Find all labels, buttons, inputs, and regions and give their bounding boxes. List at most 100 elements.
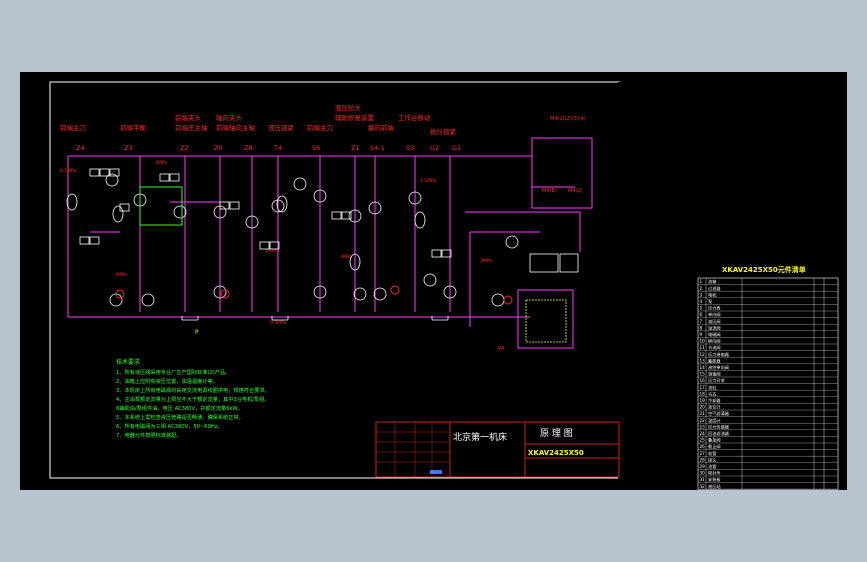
hydraulic-schematic: 前端主刀 前端平衡 前端夹头 前端压主轴 轴向夹头 前端轴向主轴 液压锁紧 前端… bbox=[49, 81, 847, 490]
station-code: Z2 bbox=[180, 144, 189, 152]
section-title: 前端主刀 bbox=[307, 123, 333, 132]
parts-table-cell: 7 bbox=[700, 319, 703, 324]
parts-table-cell: 3 bbox=[700, 292, 703, 297]
parts-table-cell: 密封件 bbox=[708, 470, 721, 477]
parts-table-cell: 截止阀 bbox=[708, 443, 721, 450]
pump-icon bbox=[115, 289, 125, 299]
pressure-label: 3MPa bbox=[340, 254, 352, 260]
station-code: T4 bbox=[273, 144, 282, 152]
pressure-gauge-icon bbox=[141, 293, 155, 307]
accumulator-icon bbox=[112, 205, 124, 223]
parts-table-cell: 15 bbox=[700, 372, 706, 377]
parts-table-cell: 单向阀 bbox=[708, 311, 721, 318]
parts-table-cell: 8 bbox=[700, 325, 703, 330]
pressure-labels: 6.5MPa 3MPa 1.5MPa 3MPa 2MPa 3MPa 0.5MPa… bbox=[60, 160, 492, 326]
pressure-gauge-icon bbox=[443, 285, 457, 299]
section-title: 前端主刀 bbox=[60, 123, 86, 132]
parts-table-cell: 20 bbox=[700, 405, 706, 410]
parts-table-cell: 液控单向阀 bbox=[708, 364, 729, 371]
title-block: 北京第一机床 原 理 图 XKAV2425X50 bbox=[375, 421, 620, 478]
parts-table-cell: 10 bbox=[700, 339, 706, 344]
section-title: 液压拉头 bbox=[335, 103, 362, 112]
station-code: G1 bbox=[452, 144, 461, 152]
parts-table-cell: 16 bbox=[700, 378, 706, 383]
parts-table-cell: 19 bbox=[700, 398, 706, 403]
parts-table-cell: 冷却器 bbox=[708, 397, 721, 404]
circuit-lines bbox=[67, 137, 593, 349]
parts-table-cell: 电机 bbox=[708, 291, 717, 298]
drawing-title: 原 理 图 bbox=[540, 428, 573, 439]
section-title: 换向前端 bbox=[368, 123, 395, 132]
top-right-label: M4(1)(2)(3)(4) bbox=[550, 116, 586, 122]
parts-table-cell: 22 bbox=[700, 418, 706, 423]
parts-list-title: XKAV2425X50元件清单 bbox=[722, 265, 806, 274]
parts-table-cell: 马达 bbox=[708, 390, 717, 397]
parts-table-cell: 过滤器 bbox=[708, 285, 721, 292]
main-pressure-label: P4 bbox=[498, 346, 504, 352]
parts-table-cell: 蓄能器 bbox=[708, 357, 721, 364]
pump-icon bbox=[503, 295, 513, 305]
tank-icon bbox=[431, 316, 449, 321]
parts-table-cell: 节流阀 bbox=[708, 344, 721, 351]
parts-table-cell: 压力表 bbox=[708, 305, 721, 312]
accumulator-icon bbox=[414, 211, 426, 229]
accumulator-icon bbox=[276, 195, 288, 213]
valve-icon bbox=[269, 241, 280, 250]
parts-table-cell: 油管 bbox=[708, 463, 716, 470]
tech-note: 4、主油泵额定流量为上限应不大于额定流量，其中3台电机/泵组。 bbox=[116, 395, 270, 403]
parts-table-cell: 12 bbox=[700, 352, 706, 357]
section-title: 液压锁紧 bbox=[268, 123, 295, 132]
pressure-gauge-icon bbox=[245, 215, 259, 229]
motor-label-left: M4(B) bbox=[542, 188, 557, 194]
station-code: S6 bbox=[312, 144, 320, 152]
parts-table-cell: 23 bbox=[700, 424, 706, 429]
pressure-label: 4MPa bbox=[115, 272, 127, 278]
parts-table-cell: 换向阀 bbox=[708, 338, 721, 345]
parts-table-cell: 液位计 bbox=[708, 404, 721, 411]
pump-icon bbox=[390, 285, 400, 295]
tech-title: 技术要求 bbox=[116, 358, 140, 366]
section-title: 轴向夹头 bbox=[216, 113, 243, 122]
parts-table-cell: 电磁阀 bbox=[708, 331, 721, 338]
valve-icon bbox=[219, 201, 230, 210]
parts-table-cell: 6 bbox=[700, 312, 703, 317]
tank-icon bbox=[271, 316, 289, 321]
parts-table-cell: 调速阀 bbox=[708, 371, 721, 378]
valve-icon bbox=[79, 236, 90, 245]
valve-icon bbox=[331, 211, 342, 220]
tank-icon bbox=[181, 316, 199, 321]
tech-note: 2、油箱上应附有液压位置，油温温度计等。 bbox=[116, 377, 218, 385]
parts-table-cell: 接头 bbox=[708, 456, 716, 463]
parts-table-cell: 泵 bbox=[708, 299, 712, 304]
valve-block-highlight bbox=[139, 186, 183, 226]
pressure-gauge-icon bbox=[348, 209, 362, 223]
parts-table-cell: 18 bbox=[700, 391, 706, 396]
pressure-gauge-icon bbox=[408, 191, 422, 205]
pressure-gauge-icon bbox=[213, 285, 227, 299]
parts-table-cell: 13 bbox=[700, 358, 706, 363]
pressure-gauge-icon bbox=[173, 205, 187, 219]
parts-table-cell: 25 bbox=[700, 438, 706, 443]
station-code: Z3 bbox=[124, 144, 133, 152]
pressure-gauge-icon bbox=[373, 287, 387, 301]
station-code: Z8 bbox=[244, 144, 253, 152]
parts-table-cell: 9 bbox=[700, 332, 703, 337]
drawing-sheet: 前端主刀 前端平衡 前端夹头 前端压主轴 轴向夹头 前端轴向主轴 液压锁紧 前端… bbox=[20, 72, 847, 490]
parts-table-cell: 24 bbox=[700, 431, 706, 436]
tech-note: 3、本机床上所有电磁阀均采用交流电源线圈供电，规格符合要求。 bbox=[116, 386, 270, 394]
parts-table-cell: 油箱 bbox=[708, 278, 716, 285]
parts-table-cell: 11 bbox=[700, 345, 706, 350]
drawing-number: XKAV2425X50 bbox=[528, 449, 584, 457]
pressure-gauge-icon bbox=[313, 285, 327, 299]
motor-label-right: M4(2) bbox=[568, 188, 583, 194]
pressure-gauge-icon bbox=[423, 273, 437, 287]
section-title: 执行锁紧 bbox=[430, 127, 457, 136]
pressure-gauge-icon bbox=[368, 201, 382, 215]
valve-icon bbox=[169, 173, 180, 182]
valve-icon bbox=[159, 173, 170, 182]
section-title: 前端轴向主轴 bbox=[216, 123, 256, 132]
pressure-label: 0.5MPa bbox=[270, 320, 287, 326]
section-title: 工作台移动 bbox=[398, 113, 431, 122]
